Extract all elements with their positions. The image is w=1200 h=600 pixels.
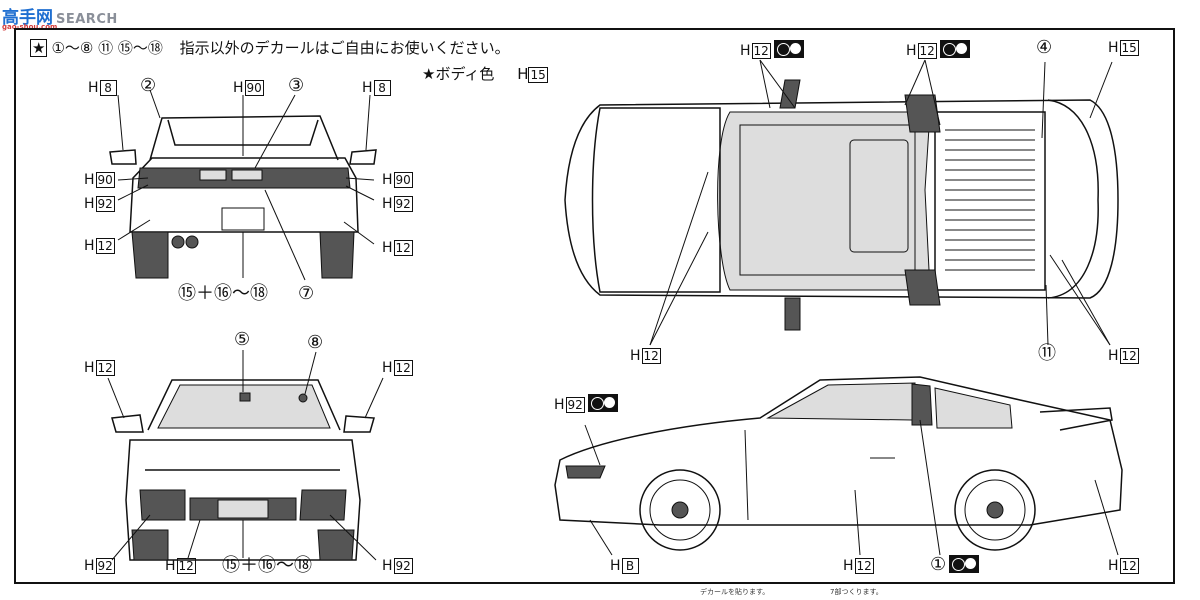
rear-number-2: ②	[140, 75, 157, 96]
footer-left: デカールを貼ります。	[700, 588, 770, 596]
rear-number-15-16-18: ⑮＋⑯〜⑱	[178, 283, 268, 304]
diagram-frame	[14, 28, 1175, 584]
front-view-drawing	[107, 350, 384, 561]
top-number-11: ⑪	[1038, 343, 1056, 364]
front-number-8: ⑧	[307, 332, 324, 353]
decal-mark-icon	[587, 394, 618, 412]
rear-window-lines	[945, 129, 1035, 271]
body-color-label: ★ボディ色	[422, 65, 495, 83]
watermark-cn: 高手网	[2, 8, 53, 28]
watermark-url: gao-shou.com	[2, 23, 58, 31]
decal-mark-icon	[773, 40, 804, 58]
footer-right: 7部つくります。	[830, 588, 883, 596]
rear-number-3: ③	[288, 75, 305, 96]
rear-view-drawing	[109, 89, 377, 281]
body-color-box: 15	[528, 67, 548, 83]
header-instruction: 指示以外のデカールはご自由にお使いください。	[179, 39, 510, 57]
header-numbers: ①〜⑧ ⑪ ⑮〜⑱	[51, 39, 163, 57]
top-view-drawing	[564, 59, 1119, 346]
top-number-4: ④	[1036, 37, 1053, 58]
header-line-1: ★①〜⑧ ⑪ ⑮〜⑱ 指示以外のデカールはご自由にお使いください。	[30, 37, 510, 58]
decal-mark-icon	[939, 40, 970, 58]
side-view-drawing	[554, 376, 1123, 556]
body-color-code: H	[517, 65, 529, 83]
decal-mark-icon	[949, 555, 980, 573]
rear-number-7: ⑦	[298, 283, 315, 304]
front-number-5: ⑤	[234, 329, 251, 350]
star-box-icon: ★	[30, 39, 48, 57]
side-number-1: ①	[930, 555, 980, 575]
watermark-en: SEARCH	[56, 12, 118, 27]
front-number-15-16-18: ⑮＋⑯〜⑱	[222, 555, 312, 576]
